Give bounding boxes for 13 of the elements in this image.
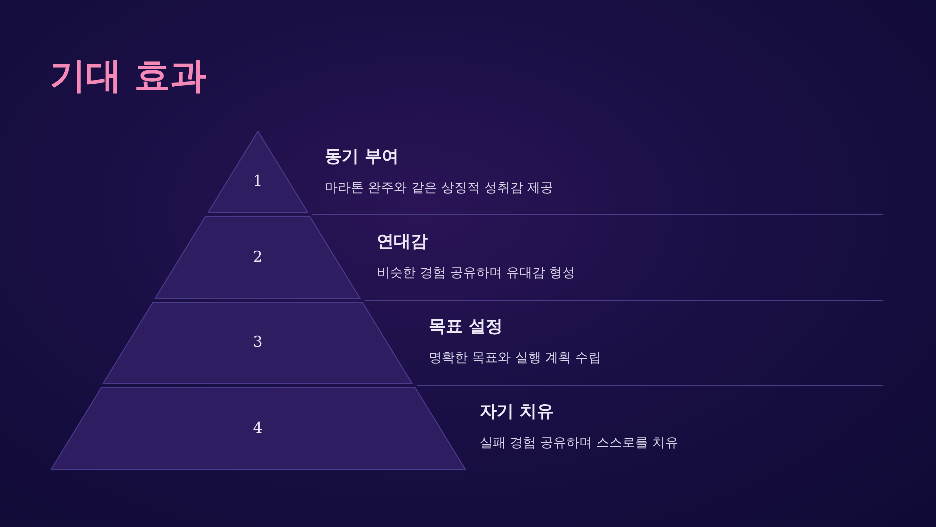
pyramid-layer: 2 [155, 216, 361, 299]
layer-description: 마라톤 완주와 같은 상징적 성취감 제공 [325, 180, 554, 197]
pyramid-layer: 4 [50, 387, 466, 470]
layer-description: 비슷한 경험 공유하며 유대감 형성 [377, 265, 576, 282]
slide-title: 기대 효과 [50, 55, 207, 99]
layer-heading: 동기 부여 [325, 146, 399, 168]
layer-heading: 목표 설정 [429, 316, 503, 338]
pyramid-layer: 3 [103, 302, 413, 384]
pyramid-layer: 1 [208, 131, 308, 213]
layer-description: 명확한 목표와 실행 계획 수립 [429, 350, 602, 367]
layer-description: 실패 경험 공유하며 스스로를 치유 [480, 435, 679, 452]
layer-heading: 자기 치유 [480, 401, 554, 423]
layer-heading: 연대감 [377, 231, 428, 253]
